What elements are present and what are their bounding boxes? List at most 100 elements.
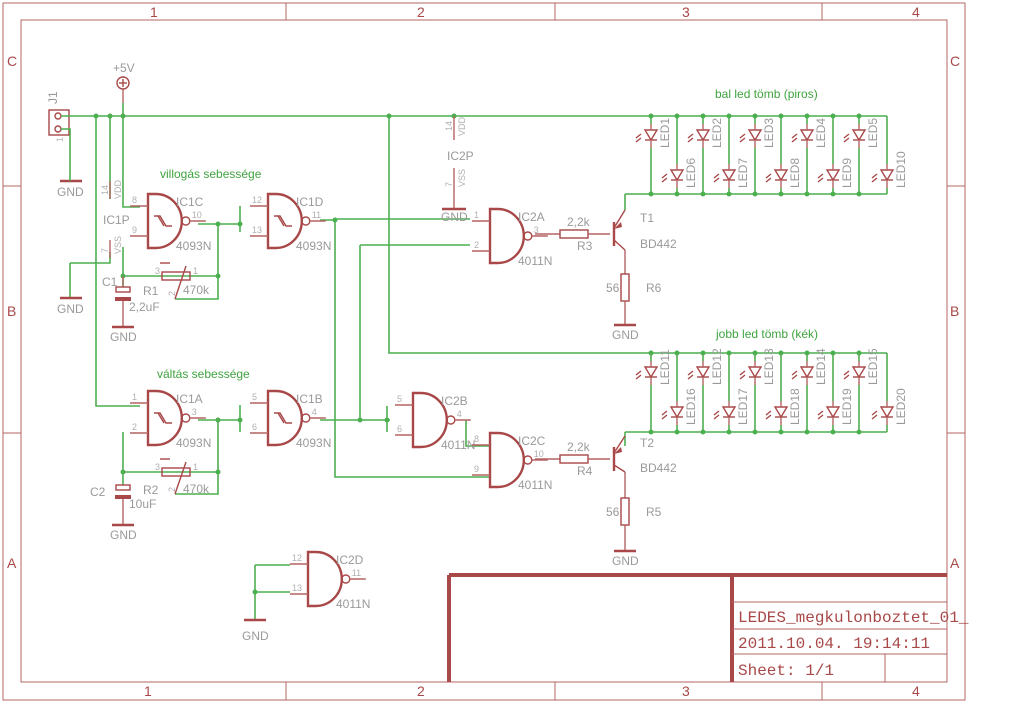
note-right-led-bank: jobb led tömb (kék) bbox=[715, 327, 818, 341]
junction-dot bbox=[215, 273, 221, 279]
led-label: LED19 bbox=[840, 388, 854, 425]
led-label: LED7 bbox=[736, 158, 750, 188]
gate-pin: 8 bbox=[132, 195, 137, 205]
gate-part: 4011N bbox=[336, 597, 370, 611]
gate-label: IC1B bbox=[296, 392, 323, 406]
led-label: LED16 bbox=[684, 388, 698, 425]
r1-value: 470k bbox=[183, 283, 210, 297]
junction-dot bbox=[856, 350, 862, 356]
col-label-bottom-1: 1 bbox=[144, 683, 152, 699]
r2-pin: 3 bbox=[155, 462, 160, 472]
gate-pin: 3 bbox=[534, 225, 539, 235]
col-label-top-1: 1 bbox=[150, 4, 158, 20]
led-led13: LED13 bbox=[739, 348, 776, 385]
r3-value: 2,2k bbox=[567, 215, 591, 229]
gnd-label: GND bbox=[242, 629, 269, 643]
zone-labels: 1 2 3 4 1 2 3 4 C B A C B A bbox=[7, 4, 960, 699]
gnd-label: GND bbox=[110, 528, 137, 542]
junction-dot bbox=[332, 217, 338, 223]
ic1-power: 14 VDD 7 VSS IC1P bbox=[100, 179, 130, 258]
ic2p-label: IC2P bbox=[447, 149, 474, 163]
junction-dot bbox=[674, 429, 680, 435]
gate-pin: 10 bbox=[534, 449, 544, 459]
led-led1: LED1 bbox=[635, 118, 672, 148]
gate-part: 4011N bbox=[518, 254, 552, 268]
col-label-bottom-3: 3 bbox=[682, 683, 690, 699]
junction-dot bbox=[778, 350, 784, 356]
title-block-sheet: Sheet: 1/1 bbox=[738, 662, 834, 680]
row-label-right-b: B bbox=[950, 303, 959, 319]
junction-dot bbox=[215, 417, 221, 423]
ic2p-vdd-pin: 14 bbox=[444, 121, 454, 131]
junction-dot bbox=[778, 429, 784, 435]
connector-j1-pin: 1 bbox=[55, 137, 65, 142]
col-label-bottom-4: 4 bbox=[912, 683, 920, 699]
junction-dot bbox=[804, 350, 810, 356]
junction-dot bbox=[804, 429, 810, 435]
led-led14: LED14 bbox=[791, 348, 828, 385]
gate-label: IC2A bbox=[518, 210, 545, 224]
junction-dot bbox=[648, 113, 654, 119]
gate-pin: 5 bbox=[397, 394, 402, 404]
gate-pin: 6 bbox=[397, 424, 402, 434]
led-led10: LED10 bbox=[871, 151, 908, 188]
potentiometer-r2: 3 1 2 R2 470k bbox=[143, 458, 210, 497]
led-led18: LED18 bbox=[765, 388, 802, 425]
r2-value: 470k bbox=[183, 482, 210, 496]
junction-dot bbox=[752, 191, 758, 197]
led-label: LED5 bbox=[866, 118, 880, 148]
gate-pin: 2 bbox=[474, 240, 479, 250]
power-5v-label: +5V bbox=[113, 61, 135, 75]
junction-dot bbox=[778, 191, 784, 197]
transistor-t2: T2 BD442 bbox=[612, 435, 677, 475]
c2-label: C2 bbox=[90, 485, 106, 499]
title-block: LEDES_megkulonboztet_01_ 2011.10.04. 19:… bbox=[447, 573, 969, 682]
junction-dot bbox=[726, 113, 732, 119]
gate-pin: 4 bbox=[457, 409, 462, 419]
r1-pin: 3 bbox=[155, 266, 160, 276]
sheet-frame bbox=[2, 2, 966, 701]
gnd-label: GND bbox=[612, 328, 639, 342]
power-5v: +5V bbox=[113, 61, 135, 103]
gate-part: 4093N bbox=[176, 436, 211, 450]
gate-part: 4093N bbox=[296, 436, 331, 450]
junction-dot bbox=[93, 113, 99, 119]
junction-dot bbox=[357, 417, 363, 423]
junction-dot bbox=[648, 191, 654, 197]
junction-dot bbox=[804, 113, 810, 119]
ic1p-label: IC1P bbox=[103, 213, 130, 227]
led-label: LED20 bbox=[894, 388, 908, 425]
led-led5: LED5 bbox=[843, 118, 880, 148]
gnd-label: GND bbox=[110, 330, 137, 344]
ic1p-vdd-pin: 14 bbox=[100, 185, 110, 195]
junction-dot bbox=[215, 469, 221, 475]
ic2p-vdd-label: VDD bbox=[457, 116, 467, 136]
junction-dots bbox=[93, 113, 862, 595]
gate-label: IC2B bbox=[441, 394, 468, 408]
gate-pin: 5 bbox=[252, 392, 257, 402]
gate-label: IC1A bbox=[176, 392, 203, 406]
note-switch-speed: váltás sebessége bbox=[157, 367, 250, 381]
junction-dot bbox=[856, 191, 862, 197]
led-label: LED4 bbox=[814, 118, 828, 148]
led-led7: LED7 bbox=[713, 158, 750, 188]
note-left-led-bank: bal led tömb (piros) bbox=[715, 87, 818, 101]
led-label: LED2 bbox=[710, 118, 724, 148]
resistor-r4: 2,2k R4 bbox=[535, 440, 610, 478]
junction-dot bbox=[752, 350, 758, 356]
gate-pin: 3 bbox=[192, 407, 197, 417]
row-label-left-a: A bbox=[7, 555, 17, 571]
junction-dot bbox=[830, 113, 836, 119]
led-led16: LED16 bbox=[661, 388, 698, 425]
led-label: LED17 bbox=[736, 388, 750, 425]
led-label: LED9 bbox=[840, 158, 854, 188]
led-label: LED10 bbox=[894, 151, 908, 188]
logic-gates: 8910IC1C4093N121311IC1D4093N123IC1A4093N… bbox=[130, 192, 552, 611]
resistor-r3: 2,2k R3 bbox=[535, 215, 610, 253]
gate-pin: 9 bbox=[132, 225, 137, 235]
junction-dot bbox=[237, 221, 243, 227]
junction-dot bbox=[700, 113, 706, 119]
junction-dot bbox=[700, 429, 706, 435]
